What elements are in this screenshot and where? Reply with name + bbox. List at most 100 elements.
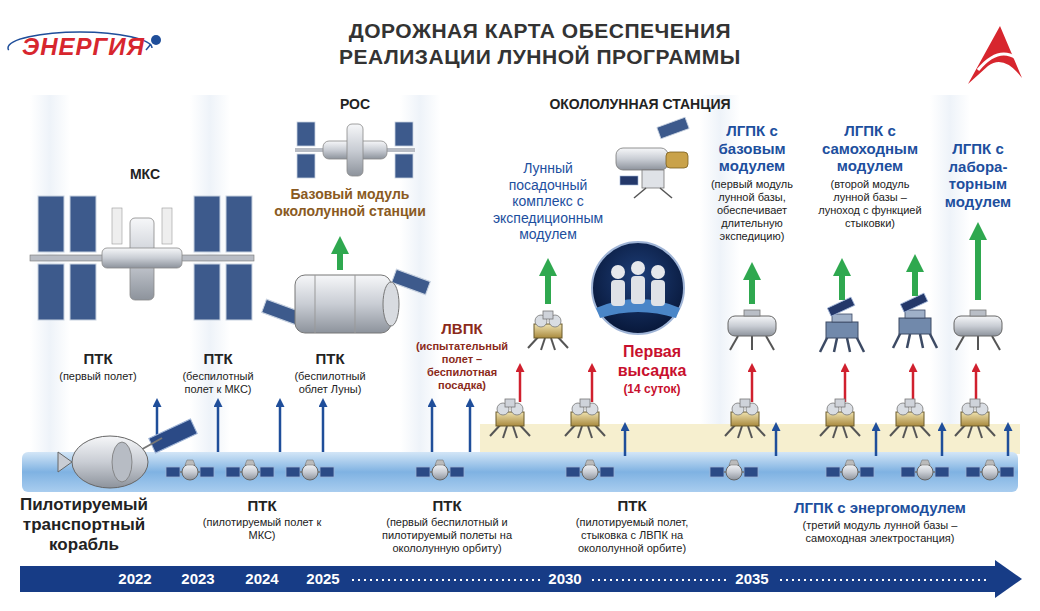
- roscosmos-logo: [968, 26, 1022, 84]
- label: (беспилотный облет Луны): [283, 370, 378, 396]
- big-spacecraft: [58, 419, 197, 488]
- astronauts-circle: [651, 265, 665, 279]
- astronauts-circle: [592, 242, 684, 334]
- astronauts-circle: [631, 261, 645, 275]
- lunar-orbital-station: [642, 170, 664, 188]
- iss-illustration: [38, 264, 64, 320]
- label: ПТК: [617, 497, 646, 515]
- label: (первый модуль лунной базы, обеспечивает…: [700, 178, 804, 243]
- ros-station: [295, 122, 415, 178]
- big-spacecraft: [149, 419, 197, 453]
- year-axis-bar: [352, 579, 540, 581]
- small-spacecraft: [966, 460, 1014, 480]
- ros-station: [297, 154, 315, 178]
- ros-station: [347, 124, 363, 176]
- upper-modules: [528, 311, 568, 350]
- green-arrows: [839, 276, 845, 300]
- red-arrows: [975, 372, 978, 402]
- year-axis-bar: [20, 560, 1022, 598]
- background-stripes: [30, 95, 970, 455]
- ros-station: [395, 154, 413, 178]
- iss-illustration: [102, 248, 182, 268]
- base-module: [262, 269, 431, 333]
- lunar-orbital-station: [660, 188, 672, 198]
- small-spacecraft: [166, 460, 214, 480]
- year-axis-bar: [995, 560, 1022, 598]
- red-arrows: [844, 372, 847, 402]
- year-axis-bar: [20, 566, 996, 592]
- label: (испытательный полет – беспилотная посад…: [414, 340, 510, 392]
- blue-arrows: [322, 407, 325, 452]
- green-arrows: [749, 280, 755, 304]
- iss-illustration: [112, 208, 122, 244]
- iss-illustration: [30, 196, 254, 320]
- label: ПТК: [203, 350, 232, 368]
- year-label: 2030: [548, 570, 581, 588]
- upper-modules: [820, 297, 864, 352]
- year-axis-bar: [592, 579, 728, 581]
- big-spacecraft: [72, 436, 148, 488]
- label: (второй модуль лунной базы – луноход с ф…: [816, 178, 924, 230]
- green-arrows: [912, 272, 918, 296]
- label: МКС: [130, 166, 160, 183]
- label: (первый беспилотный и пилотируемый полет…: [365, 516, 530, 555]
- label: Первая высадка: [600, 343, 704, 381]
- blue-arrows: [624, 431, 627, 456]
- lunar-orbital-station: [634, 188, 646, 198]
- year-label: 2025: [306, 570, 339, 588]
- astronauts-circle: [651, 280, 665, 306]
- small-spacecraft: [286, 460, 334, 480]
- band: [22, 452, 1018, 492]
- upper-modules: [528, 293, 1002, 352]
- band: [22, 452, 1018, 492]
- red-arrows: [751, 372, 754, 402]
- small-spacecraft: [226, 460, 274, 480]
- upper-modules: [728, 310, 776, 350]
- base-module: [383, 282, 399, 326]
- label: ЛВПК: [441, 320, 482, 338]
- label: (беспилотный полет к МКС): [168, 370, 268, 396]
- label: (первый полет): [59, 370, 137, 383]
- blue-arrows: [431, 407, 434, 452]
- green-arrows: [340, 240, 978, 304]
- base-module: [355, 275, 356, 333]
- small-spacecraft: [566, 460, 614, 480]
- year-label: 2023: [181, 570, 214, 588]
- lunar-orbital-station: [616, 148, 668, 170]
- label: РОС: [340, 96, 370, 113]
- base-module: [295, 275, 391, 333]
- label: Пилотируемый транспортный корабль: [8, 495, 160, 555]
- small-spacecraft: [826, 460, 874, 480]
- iss-illustration: [226, 264, 252, 320]
- energia-logo-mark: [8, 32, 161, 64]
- ros-station: [395, 122, 413, 146]
- year-axis-bar: [780, 579, 990, 581]
- label: ЛГПК с энергомодулем: [794, 499, 966, 517]
- blue-arrows: [469, 407, 472, 452]
- year-label: 2035: [735, 570, 768, 588]
- energia-logo-mark: [151, 35, 161, 45]
- energia-logo-mark: [8, 32, 152, 64]
- lunar-surface-band: [480, 424, 1020, 454]
- surface-landers: [890, 399, 930, 438]
- iss-illustration: [194, 196, 220, 252]
- iss-illustration: [194, 264, 220, 320]
- small-spacecraft: [166, 460, 1014, 480]
- upper-modules: [893, 293, 937, 348]
- title: ДОРОЖНАЯ КАРТА ОБЕСПЕЧЕНИЯ РЕАЛИЗАЦИИ ЛУ…: [305, 18, 775, 71]
- label: ЛГПК с лабора- торным модулем: [934, 140, 1022, 211]
- small-spacecraft: [710, 460, 758, 480]
- label: ЛГПК с самоходным модулем: [806, 122, 934, 175]
- blue-arrows: [279, 407, 282, 452]
- green-arrows: [545, 276, 551, 304]
- red-arrows: [591, 372, 594, 402]
- iss-illustration: [70, 264, 96, 320]
- label: ПТК: [247, 497, 276, 515]
- red-arrows: [912, 372, 915, 402]
- big-spacecraft: [112, 442, 132, 482]
- label: ЛГПК с базовым модулем: [697, 122, 807, 175]
- label: (14 суток): [623, 382, 680, 396]
- iss-illustration: [226, 196, 252, 252]
- label: ОКОЛОЛУННАЯ СТАНЦИЯ: [549, 96, 730, 113]
